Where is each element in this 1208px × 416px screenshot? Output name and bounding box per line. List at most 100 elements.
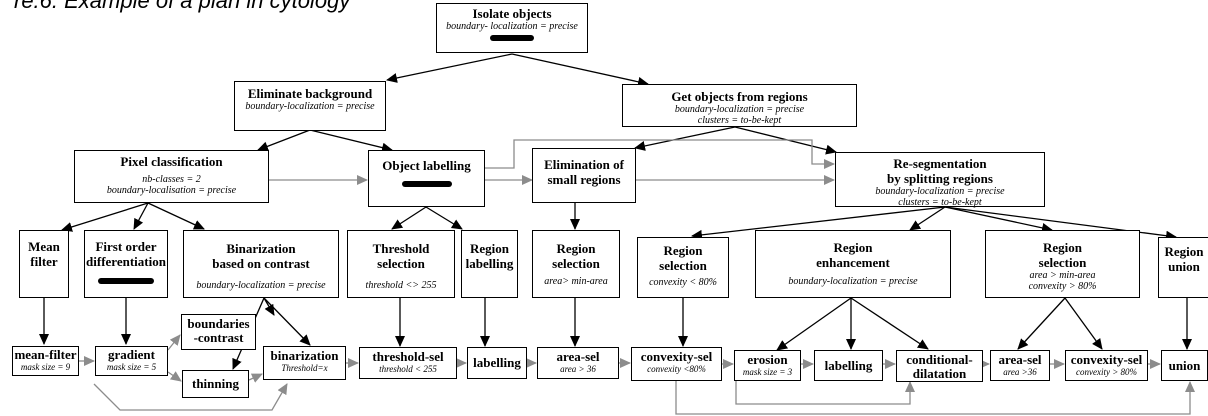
edge-reseg-regsel2 <box>691 206 946 240</box>
op-thinning: thinning <box>182 370 249 398</box>
op-title: boundaries -contrast <box>187 316 250 345</box>
result-thumbnail <box>98 278 154 284</box>
flow-gradient-thinning <box>167 371 182 382</box>
node-isolate-objects: Isolate objects boundary- localization =… <box>436 3 588 53</box>
op-gradient: gradient mask size = 5 <box>95 346 168 376</box>
edge-isolate-getobj <box>511 53 649 87</box>
op-area-sel: area-sel area >36 <box>990 350 1050 381</box>
edge-pixcls-mean <box>61 202 149 232</box>
node-region-labelling: Region labelling <box>461 230 518 298</box>
edge-binctr-bndctr <box>263 297 275 316</box>
result-thumbnail <box>490 35 534 41</box>
op-convexity-sel: convexity-sel convexity > 80% <box>1065 350 1148 381</box>
op-title: convexity-sel <box>1070 352 1143 367</box>
node-elimination-small-regions: Elimination of small regions <box>532 148 636 203</box>
op-area-sel: area-sel area > 36 <box>537 347 619 379</box>
node-constraint: boundary-localization = precise <box>245 101 375 112</box>
node-region-selection-convexity: Region selection convexity < 80% <box>637 237 729 298</box>
node-constraint: boundary-localization = precise clusters… <box>875 186 1005 208</box>
op-param: area > 36 <box>560 364 596 374</box>
node-constraint: boundary-localization = precise <box>788 276 918 287</box>
node-constraint: threshold <> 255 <box>365 280 437 291</box>
op-labelling: labelling <box>814 350 883 381</box>
edge-regenh-conddil <box>850 297 929 350</box>
op-title: gradient <box>108 347 155 362</box>
result-thumbnail <box>401 181 452 187</box>
node-title: Binarization based on contrast <box>212 241 310 271</box>
edge-objlab-reglab <box>425 206 463 230</box>
edge-regsel3-areasel <box>1017 297 1066 350</box>
node-title: Eliminate background <box>247 86 373 101</box>
op-title: convexity-sel <box>640 349 713 364</box>
flow-gradient-bndctr <box>167 334 181 351</box>
op-binarization: binarization Threshold=x <box>263 346 346 380</box>
node-constraint: boundary-localization = precise clusters… <box>674 104 805 126</box>
edge-binctr-binar <box>263 297 311 346</box>
node-pixel-classification: Pixel classification nb-classes = 2 boun… <box>74 150 269 203</box>
op-title: union <box>1168 357 1201 373</box>
node-title: Threshold selection <box>372 241 430 271</box>
node-region-selection-area-convexity: Region selection area > min-area convexi… <box>985 230 1140 298</box>
edge-getobj-elimsmall <box>634 126 736 151</box>
node-eliminate-background: Eliminate background boundary-localizati… <box>234 81 386 131</box>
node-title: Region selection <box>552 241 600 271</box>
edge-pixcls-firstord <box>133 202 149 230</box>
node-title: Mean filter <box>28 239 60 269</box>
figure-caption: re.6. Example of a plan in cytology <box>14 0 351 13</box>
op-title: thinning <box>192 376 239 391</box>
node-title: Pixel classification <box>120 154 223 169</box>
node-title: Region labelling <box>465 241 514 271</box>
node-constraint: nb-classes = 2 boundary-localisation = p… <box>106 174 237 196</box>
op-labelling: labelling <box>467 347 527 379</box>
op-param: Threshold=x <box>281 363 328 373</box>
node-title: Isolate objects <box>472 6 552 21</box>
edge-elimbg-objlab <box>309 129 393 153</box>
op-union: union <box>1161 350 1208 381</box>
node-object-labelling: Object labelling <box>368 150 485 207</box>
op-title: threshold-sel <box>372 349 444 364</box>
node-constraint: boundary-localization = precise <box>196 280 326 291</box>
node-threshold-selection: Threshold selection threshold <> 255 <box>347 230 455 298</box>
node-title: Re-segmentation by splitting regions <box>887 156 993 186</box>
op-conditional-dilatation: conditional- dilatation <box>896 350 983 382</box>
op-param: area >36 <box>1003 367 1037 377</box>
node-constraint: boundary- localization = precise <box>446 21 578 32</box>
op-convexity-sel: convexity-sel convexity <80% <box>631 347 722 381</box>
op-param: threshold < 255 <box>379 364 437 374</box>
node-constraint: area> min-area <box>544 276 608 287</box>
node-constraint: area > min-area convexity > 80% <box>1028 270 1097 292</box>
op-title: erosion <box>747 352 788 367</box>
node-title: Get objects from regions <box>671 89 808 104</box>
op-param: mask size = 3 <box>742 367 793 377</box>
node-region-union: Region union <box>1158 237 1208 298</box>
node-mean-filter: Mean filter <box>19 230 69 298</box>
edge-pixcls-binctr <box>147 202 205 230</box>
edge-reseg-regenh <box>909 206 946 231</box>
node-region-selection-area: Region selection area> min-area <box>532 230 620 298</box>
edge-elimbg-pixcls <box>257 129 311 152</box>
op-param: mask size = 9 <box>20 362 71 372</box>
node-get-objects-from-regions: Get objects from regions boundary-locali… <box>622 84 857 127</box>
op-threshold-sel: threshold-sel threshold < 255 <box>359 347 457 379</box>
node-region-enhancement: Region enhancement boundary-localization… <box>755 230 951 298</box>
op-mean-filter: mean-filter mask size = 9 <box>12 346 79 376</box>
flow-convsel1-union-loop <box>675 381 1195 415</box>
node-constraint: convexity < 80% <box>649 277 717 288</box>
edge-regsel3-convsel <box>1064 297 1103 350</box>
op-param: mask size = 5 <box>106 362 157 372</box>
op-title: area-sel <box>998 352 1042 367</box>
op-title: area-sel <box>556 349 600 364</box>
node-re-segmentation: Re-segmentation by splitting regions bou… <box>835 152 1045 208</box>
op-param: convexity <80% <box>647 364 706 374</box>
op-erosion: erosion mask size = 3 <box>734 350 801 381</box>
node-binarization-contrast: Binarization based on contrast boundary-… <box>183 230 339 298</box>
op-title: conditional- dilatation <box>906 352 973 381</box>
op-boundaries-contrast: boundaries -contrast <box>181 314 256 350</box>
node-title: Object labelling <box>382 158 471 173</box>
edge-reseg-regsel3 <box>944 206 1053 233</box>
flow-erosion-conddil-loop <box>735 381 915 405</box>
op-title: mean-filter <box>14 347 77 362</box>
edge-isolate-elimbg <box>386 53 513 83</box>
edge-objlab-thrsel <box>391 206 427 230</box>
